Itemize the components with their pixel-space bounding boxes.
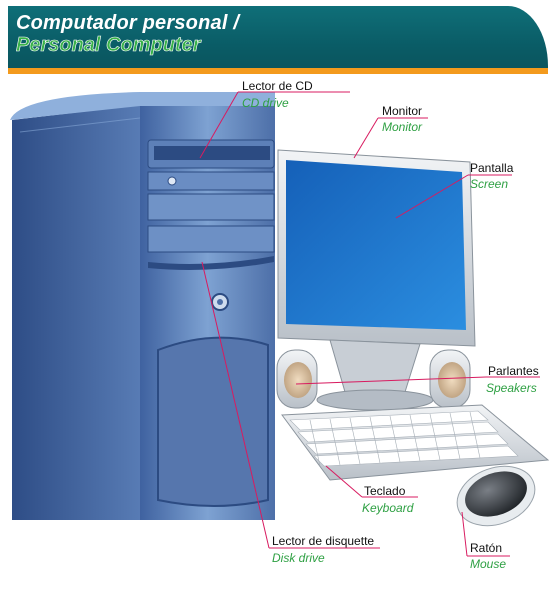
- label-speakers: Parlantes: [488, 364, 539, 378]
- third-bay: [147, 193, 275, 221]
- front-panel-shield: [157, 336, 269, 507]
- label-mouse-en: Mouse: [470, 557, 507, 571]
- floppy-drive-bay: [147, 225, 275, 253]
- label-speakers-en: Speakers: [486, 381, 537, 395]
- second-bay: [147, 171, 275, 191]
- page-title-english: Personal Computer: [16, 34, 201, 57]
- label-screen: Pantalla: [470, 161, 514, 175]
- label-monitor-en: Monitor: [382, 120, 423, 134]
- label-keyboard-en: Keyboard: [362, 501, 414, 515]
- header-accent-bar: [8, 68, 548, 74]
- label-cd-drive: Lector de CD: [242, 79, 313, 93]
- tower-side-panel: [12, 104, 150, 520]
- header-banner: Computador personal / Personal Computer: [8, 6, 548, 72]
- monitor-screen: [286, 160, 466, 330]
- label-mouse: Ratón: [470, 541, 503, 555]
- label-disk-drive-en: Disk drive: [272, 551, 325, 565]
- label-disk-drive: Lector de disquette: [272, 534, 375, 548]
- label-screen-en: Screen: [470, 177, 509, 191]
- monitor-stand: [329, 339, 421, 393]
- page-title-spanish: Computador personal /: [16, 12, 240, 34]
- label-monitor: Monitor: [382, 104, 423, 118]
- leader-lines: [199, 91, 540, 557]
- label-keyboard: Teclado: [364, 484, 406, 498]
- label-cd-drive-en: CD drive: [242, 96, 289, 110]
